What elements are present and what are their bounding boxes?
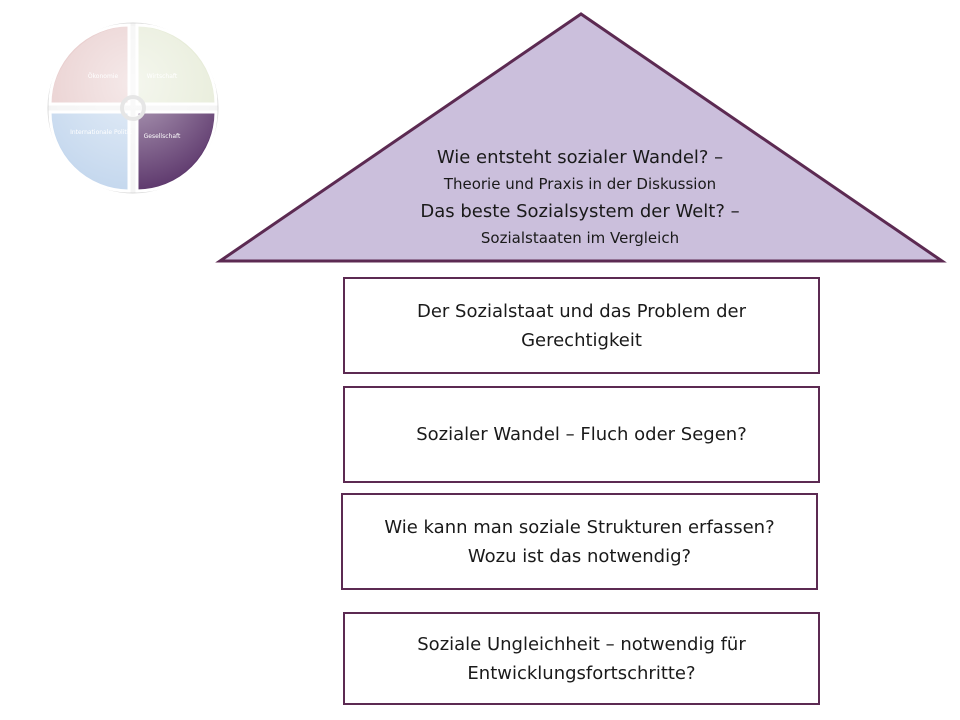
pillar-box-3-line-2: Wozu ist das notwendig? <box>467 545 692 567</box>
wheel-label-oekonomie: Ökonomie <box>88 73 119 80</box>
roof-line-2: Theorie und Praxis in der Diskussion <box>443 175 717 193</box>
roof-line-3: Das beste Sozialsystem der Welt? – <box>420 201 740 222</box>
wheel-logo: Ökonomie Wirtschaft Internationale Polit… <box>47 22 219 194</box>
pillar-box-2: Sozialer Wandel – Fluch oder Segen? <box>343 386 820 483</box>
pillar-box-4-line-1: Soziale Ungleichheit – notwendig für <box>417 633 746 655</box>
roof-line-1: Wie entsteht sozialer Wandel? – <box>436 147 724 168</box>
wheel-label-wirtschaft: Wirtschaft <box>147 73 178 80</box>
pillar-box-4-line-2: Entwicklungsfortschritte? <box>467 662 696 684</box>
roof-text: Wie entsteht sozialer Wandel? – Theorie … <box>330 144 830 252</box>
pillar-box-1: Der Sozialstaat und das Problem der Gere… <box>343 277 820 374</box>
pillar-box-1-line-1: Der Sozialstaat und das Problem der <box>417 300 746 322</box>
pillar-box-3-line-1: Wie kann man soziale Strukturen erfassen… <box>384 516 775 538</box>
pillar-box-4: Soziale Ungleichheit – notwendig für Ent… <box>343 612 820 705</box>
wheel-label-gesellschaft: Gesellschaft <box>144 133 181 140</box>
pillar-box-2-line-1: Sozialer Wandel – Fluch oder Segen? <box>416 424 747 445</box>
roof-line-4: Sozialstaaten im Vergleich <box>480 229 680 247</box>
wheel-label-internationale-politik: Internationale Politik <box>70 129 132 136</box>
wheel-label-internationale: Internationale Politik <box>70 129 132 136</box>
pillar-box-1-line-2: Gerechtigkeit <box>521 329 642 351</box>
roof-triangle <box>215 12 947 263</box>
pillar-box-3: Wie kann man soziale Strukturen erfassen… <box>341 493 818 590</box>
